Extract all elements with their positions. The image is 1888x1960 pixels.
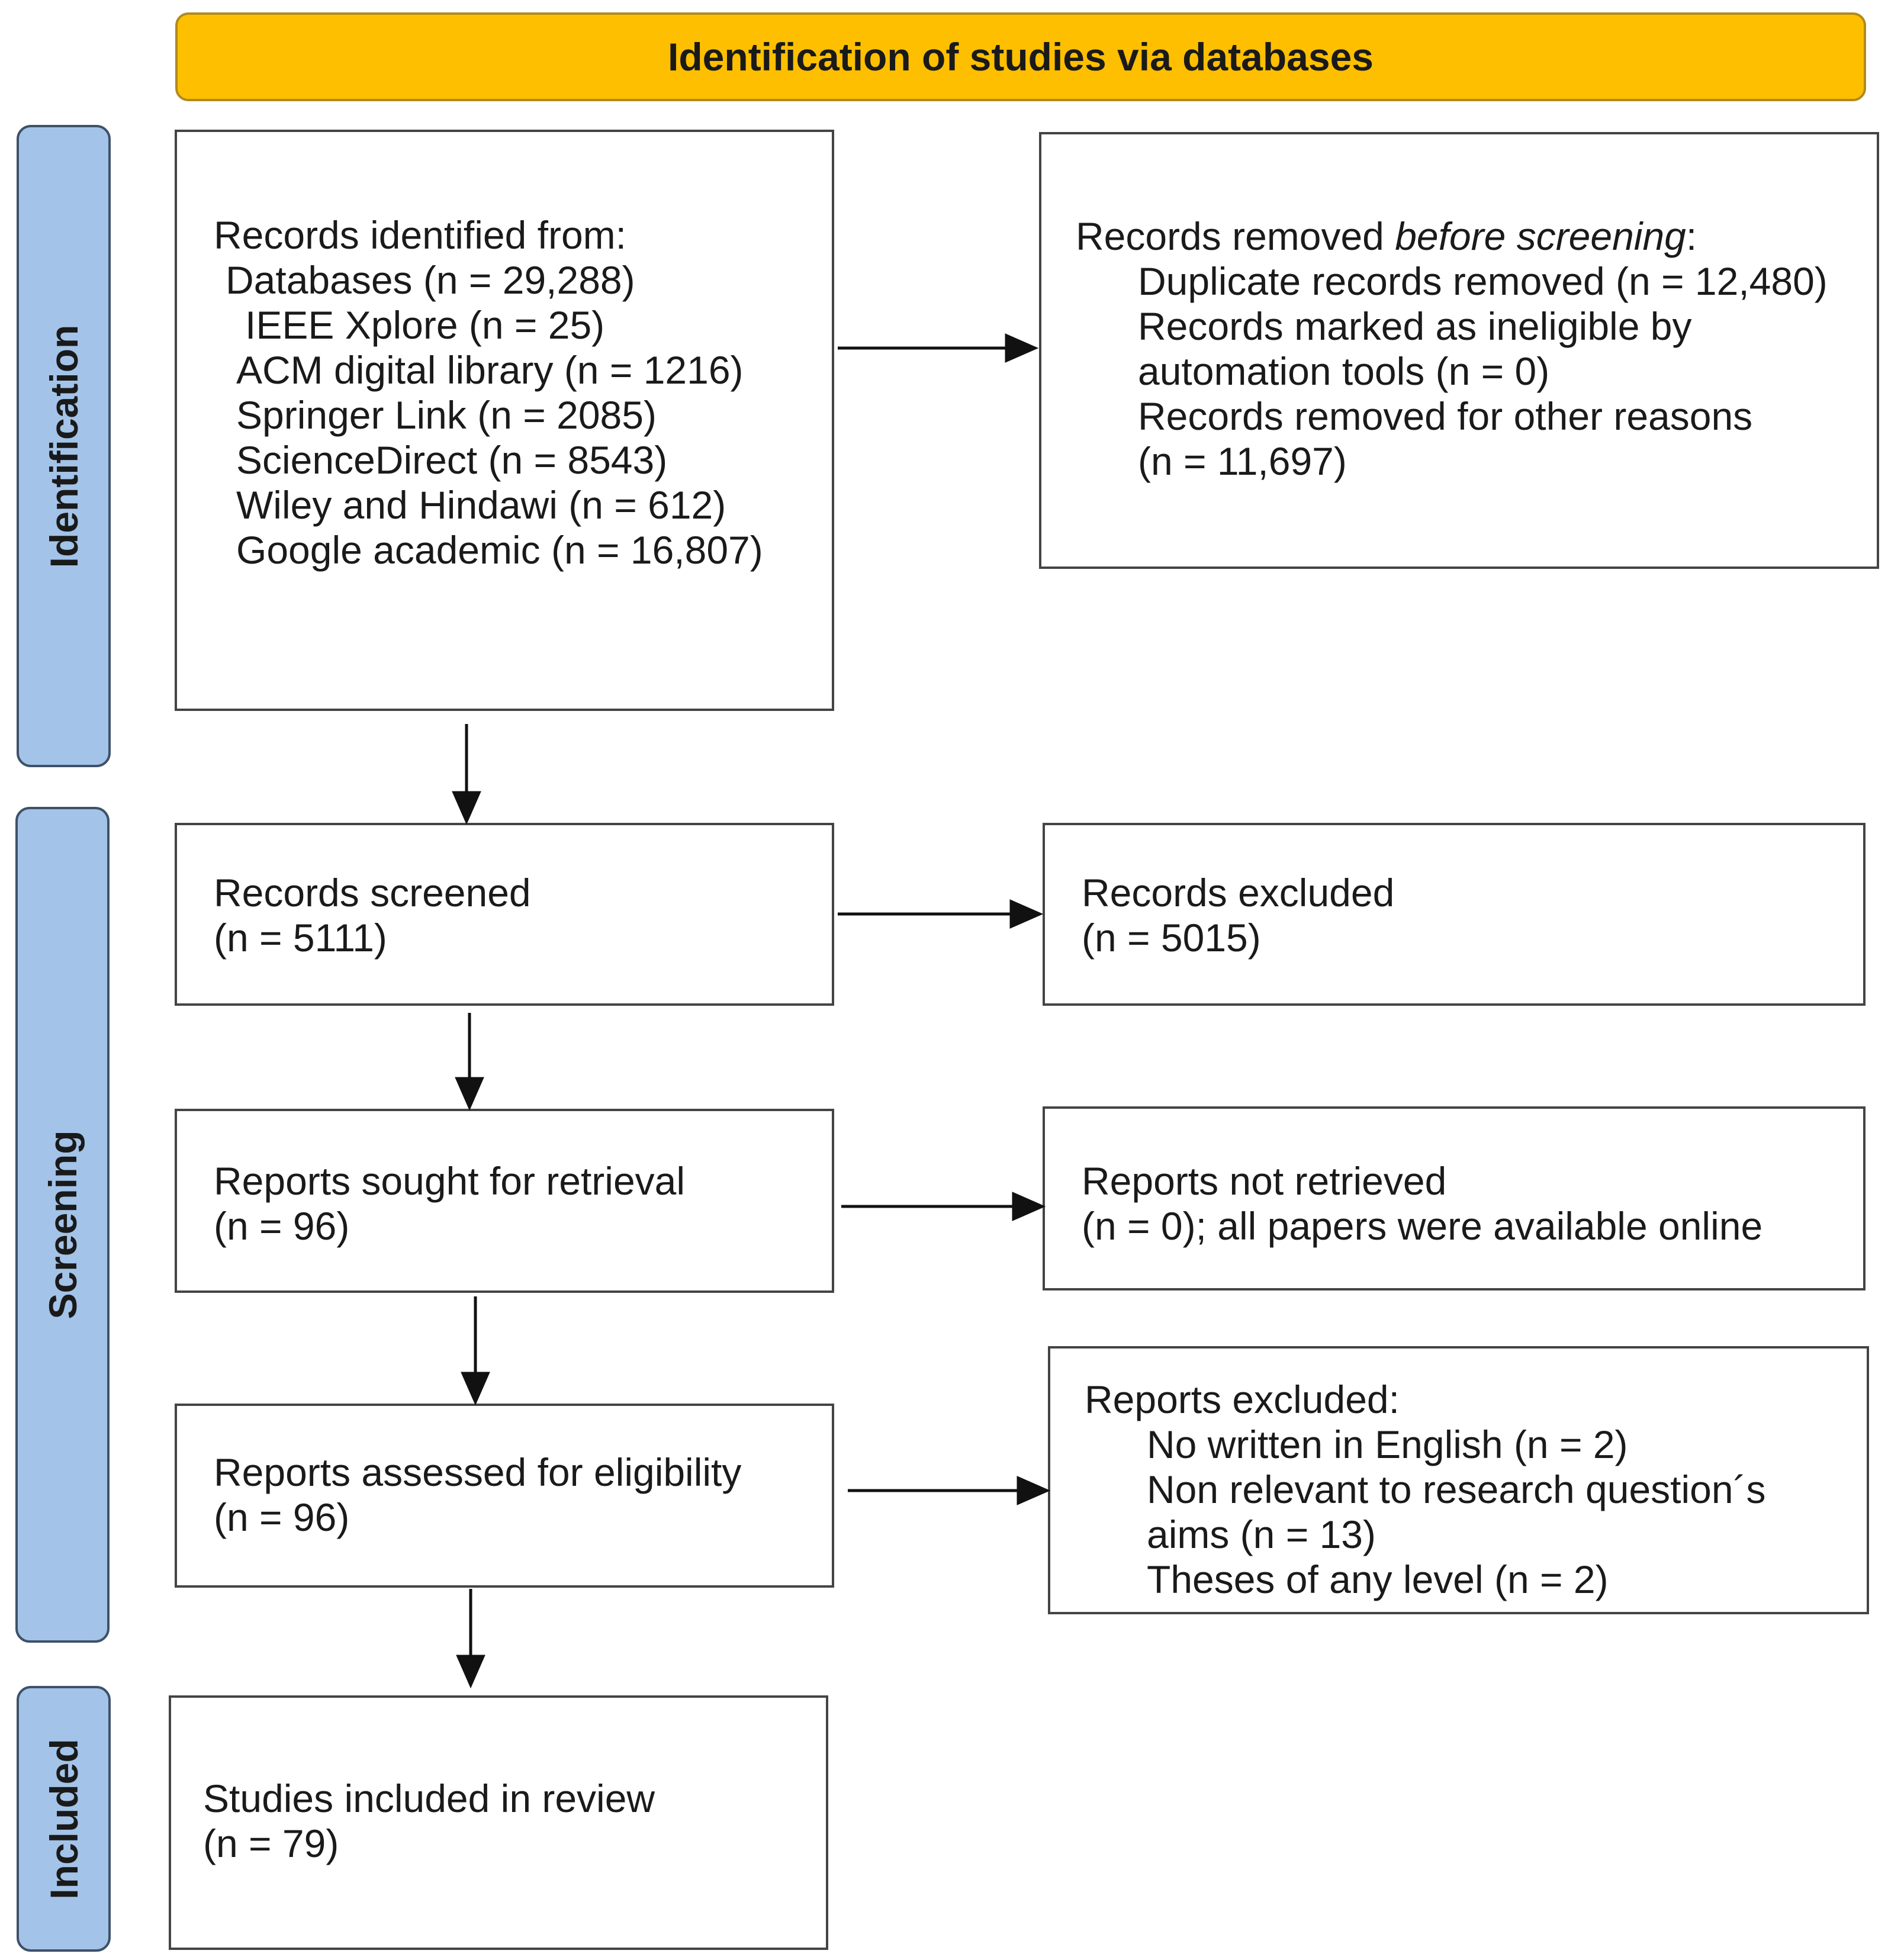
removed-duplicates: Duplicate records removed (n = 12,480) xyxy=(1138,259,1828,303)
arrowhead-identified-to-removed xyxy=(1005,333,1039,363)
records-screened-box: Records screened (n = 5111) xyxy=(175,823,834,1006)
phase-included: Included xyxy=(17,1686,111,1952)
arrowhead-screened-to-excluded xyxy=(1009,899,1044,929)
reports-not-retrieved-title: Reports not retrieved xyxy=(1082,1159,1447,1203)
records-excluded-count: (n = 5015) xyxy=(1082,916,1261,960)
reports-not-retrieved-box: Reports not retrieved (n = 0); all paper… xyxy=(1043,1106,1866,1290)
source-springer: Springer Link (n = 2085) xyxy=(236,393,657,437)
records-removed-box: Records removed before screening: Duplic… xyxy=(1039,132,1879,569)
records-screened-title: Records screened xyxy=(214,871,531,915)
removed-ineligible-line1: Records marked as ineligible by xyxy=(1138,304,1692,348)
reports-not-retrieved-detail: (n = 0); all papers were available onlin… xyxy=(1082,1204,1763,1248)
arrowhead-screened-to-sought xyxy=(455,1077,484,1111)
source-acm: ACM digital library (n = 1216) xyxy=(236,348,744,392)
header-title: Identification of studies via databases xyxy=(668,35,1374,79)
reports-assessed-title: Reports assessed for eligibility xyxy=(214,1450,742,1494)
removed-ineligible-line2: automation tools (n = 0) xyxy=(1138,349,1550,393)
records-removed-heading: Records removed before screening: xyxy=(1076,214,1697,258)
studies-included-count: (n = 79) xyxy=(203,1821,339,1865)
arrowhead-sought-to-assessed xyxy=(461,1372,490,1406)
source-sciencedirect: ScienceDirect (n = 8543) xyxy=(236,438,668,482)
arrowhead-sought-to-not-retrieved xyxy=(1012,1192,1046,1221)
excluded-not-english: No written in English (n = 2) xyxy=(1147,1422,1628,1466)
source-google-academic: Google academic (n = 16,807) xyxy=(236,528,763,572)
removed-other-line1: Records removed for other reasons xyxy=(1138,394,1753,438)
phase-identification: Identification xyxy=(17,125,111,767)
studies-included-title: Studies included in review xyxy=(203,1776,655,1820)
records-identified-heading: Records identified from: xyxy=(214,213,626,257)
reports-assessed-count: (n = 96) xyxy=(214,1495,350,1539)
reports-excluded-heading: Reports excluded: xyxy=(1085,1378,1400,1421)
header-banner: Identification of studies via databases xyxy=(175,12,1866,101)
arrowhead-assessed-to-excluded xyxy=(1017,1476,1051,1505)
removed-other-line2: (n = 11,697) xyxy=(1138,439,1347,483)
phase-screening: Screening xyxy=(15,807,110,1643)
studies-included-box: Studies included in review (n = 79) xyxy=(169,1695,828,1950)
records-identified-box: Records identified from: Databases (n = … xyxy=(175,130,834,711)
arrowhead-identified-to-screened xyxy=(452,791,481,825)
records-excluded-title: Records excluded xyxy=(1082,871,1395,915)
records-screened-count: (n = 5111) xyxy=(214,916,387,960)
excluded-non-relevant-line1: Non relevant to research question´s xyxy=(1147,1467,1766,1511)
excluded-theses: Theses of any level (n = 2) xyxy=(1147,1557,1609,1601)
arrowhead-assessed-to-included xyxy=(456,1655,485,1689)
reports-assessed-box: Reports assessed for eligibility (n = 96… xyxy=(175,1404,834,1588)
reports-sought-title: Reports sought for retrieval xyxy=(214,1159,686,1203)
excluded-non-relevant-line2: aims (n = 13) xyxy=(1147,1512,1376,1556)
databases-total: Databases (n = 29,288) xyxy=(226,258,635,302)
reports-sought-count: (n = 96) xyxy=(214,1204,350,1248)
reports-sought-box: Reports sought for retrieval (n = 96) xyxy=(175,1109,834,1293)
records-excluded-box: Records excluded (n = 5015) xyxy=(1043,823,1866,1006)
source-wiley-hindawi: Wiley and Hindawi (n = 612) xyxy=(236,483,726,527)
reports-excluded-box: Reports excluded: No written in English … xyxy=(1048,1346,1869,1614)
source-ieee: IEEE Xplore (n = 25) xyxy=(245,303,605,347)
